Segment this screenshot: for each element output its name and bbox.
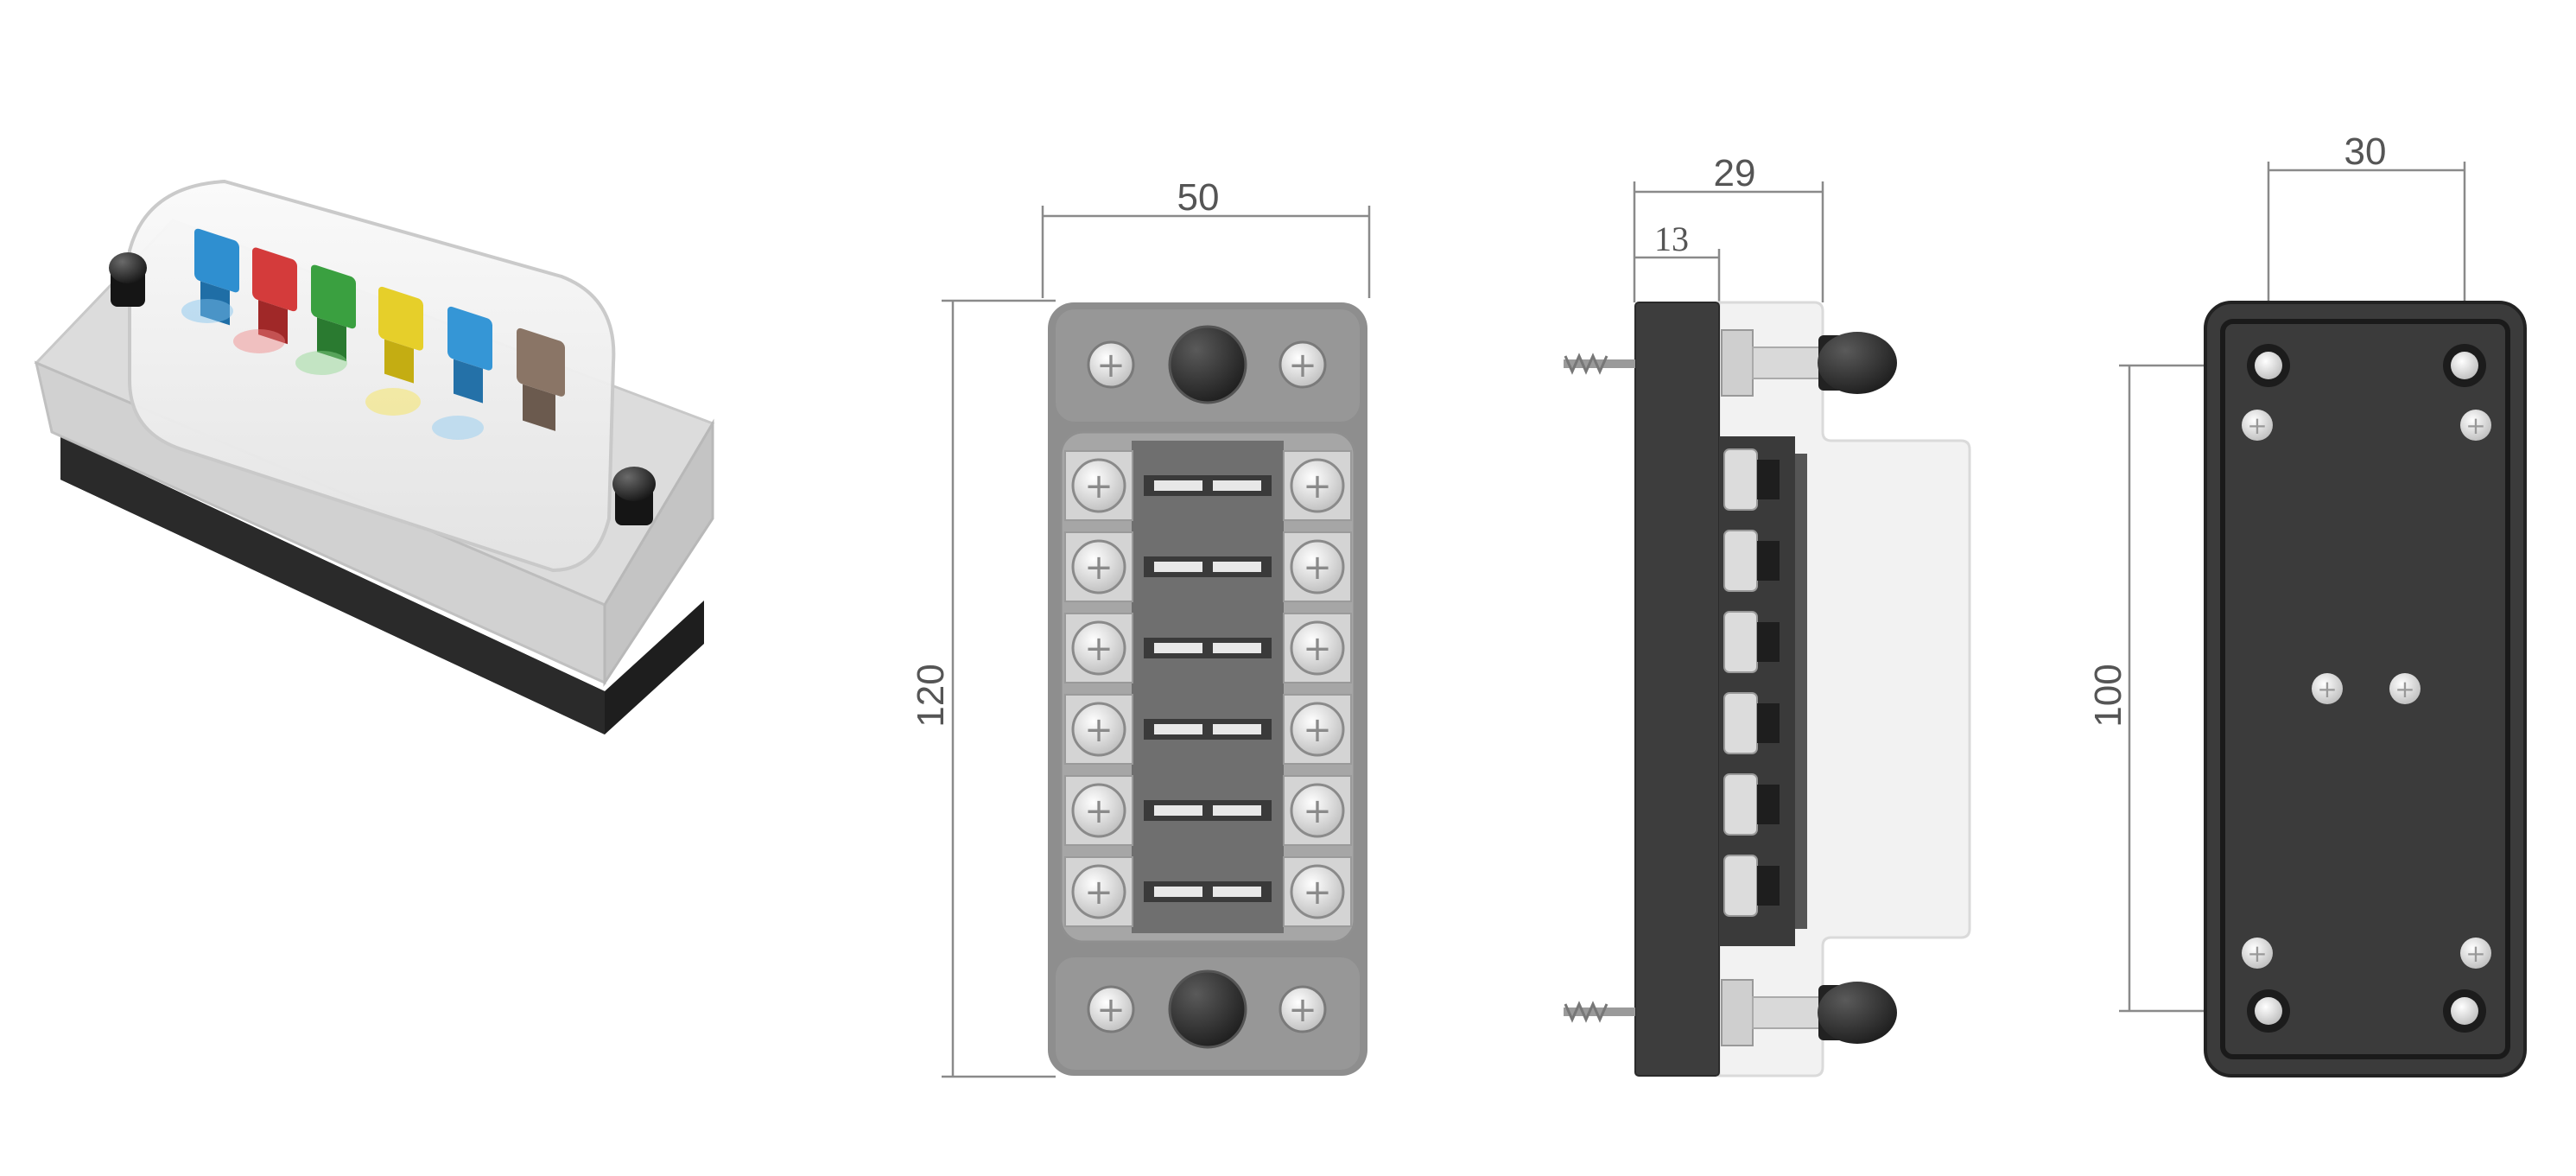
fuse-channel <box>1132 441 1284 933</box>
svg-text:+: + <box>1303 548 1332 588</box>
svg-text:+: + <box>1288 346 1317 385</box>
back-view: 30 100 + <box>2087 130 2527 1077</box>
back-mount-hole-bl <box>2247 989 2290 1033</box>
side-top-stud <box>1564 329 1897 397</box>
fuse-row-1: + + <box>1064 450 1352 521</box>
depth-label: 29 <box>1714 152 1756 194</box>
side-strip-edge <box>1795 454 1807 929</box>
glow-blue <box>181 299 233 323</box>
back-mount-hole-tl <box>2247 344 2290 387</box>
svg-text:+: + <box>1288 990 1317 1030</box>
svg-text:+: + <box>2247 411 2267 440</box>
fuse-row-6: + + <box>1064 856 1352 927</box>
side-view: 29 13 <box>1564 152 1971 1077</box>
base-dimension: 13 <box>1634 219 1721 302</box>
fuse-row-2: + + <box>1064 531 1352 602</box>
hole-spacing-x-dimension: 30 <box>2267 130 2466 363</box>
svg-text:+: + <box>2395 675 2414 703</box>
fuse-cover <box>128 179 616 573</box>
fuse-yellow <box>378 286 423 384</box>
fuse-blue-1 <box>194 228 239 326</box>
height-label: 120 <box>910 664 952 727</box>
product-photo <box>34 179 715 734</box>
side-bottom-stud <box>1564 979 1897 1046</box>
cap-nut-right <box>612 467 656 525</box>
width-label: 50 <box>1177 176 1220 219</box>
top-cap-nut <box>1168 325 1247 404</box>
height-dimension: 120 <box>910 299 1056 1078</box>
back-mount-hole-tr <box>2443 344 2486 387</box>
svg-text:+: + <box>1084 791 1114 831</box>
svg-text:+: + <box>1303 873 1332 912</box>
bottom-screw-right: + <box>1278 985 1327 1033</box>
fuse-brown <box>517 327 565 431</box>
width-dimension: 50 <box>1041 176 1371 298</box>
bottom-screw-left: + <box>1087 985 1135 1033</box>
side-base <box>1634 302 1720 1077</box>
svg-text:+: + <box>1303 467 1332 506</box>
glow-yellow <box>365 388 421 416</box>
hole-spacing-y-dimension: 100 <box>2087 364 2268 1013</box>
hole-spacing-x-label: 30 <box>2344 130 2387 173</box>
svg-text:+: + <box>1303 791 1332 831</box>
svg-text:+: + <box>1303 710 1332 750</box>
top-screw-right: + <box>1278 340 1327 389</box>
fuse-green <box>311 264 356 362</box>
svg-text:+: + <box>2247 939 2267 968</box>
svg-text:+: + <box>2465 939 2485 968</box>
depth-dimension: 29 <box>1633 152 1824 302</box>
fuse-row-5: + + <box>1064 775 1352 846</box>
svg-text:+: + <box>1096 990 1126 1030</box>
svg-text:+: + <box>1084 467 1114 506</box>
back-mount-hole-br <box>2443 989 2486 1033</box>
svg-text:+: + <box>2465 411 2485 440</box>
fuse-row-3: + + <box>1064 613 1352 683</box>
back-body <box>2204 301 2527 1077</box>
fuse-red <box>252 247 297 345</box>
glow-blue-2 <box>432 416 484 440</box>
front-view: 50 120 + + + <box>910 176 1371 1078</box>
top-screw-left: + <box>1087 340 1135 389</box>
cap-nut-left <box>109 252 147 307</box>
base-plate-side <box>60 436 605 734</box>
svg-text:+: + <box>1303 629 1332 669</box>
svg-text:+: + <box>1084 548 1114 588</box>
svg-text:+: + <box>1096 346 1126 385</box>
back-screws: + + + + + + <box>2242 410 2491 969</box>
base-label: 13 <box>1654 219 1689 258</box>
svg-text:+: + <box>1084 873 1114 912</box>
svg-text:+: + <box>2317 675 2337 703</box>
hole-spacing-y-label: 100 <box>2087 664 2129 727</box>
glow-red <box>233 329 285 353</box>
side-terminals <box>1723 448 1780 917</box>
glow-green <box>295 351 347 375</box>
fuse-row <box>194 228 565 431</box>
back-inner-outline <box>2220 319 2510 1059</box>
svg-text:+: + <box>1084 710 1114 750</box>
clear-housing-right <box>603 418 714 688</box>
svg-text:+: + <box>1084 629 1114 669</box>
fuse-blue-2 <box>447 306 492 404</box>
bottom-cap-nut <box>1168 969 1247 1049</box>
fuse-row-4: + + <box>1064 694 1352 765</box>
